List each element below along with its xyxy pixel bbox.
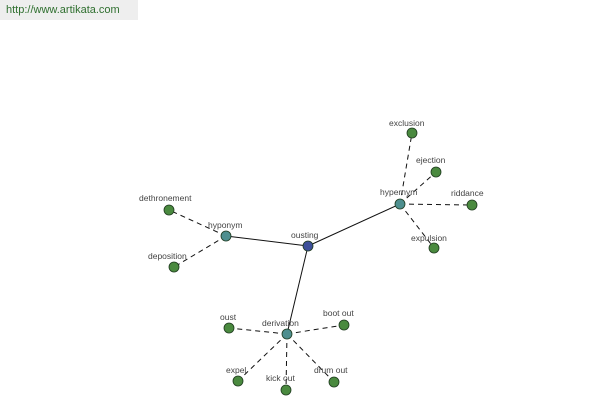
- node-expulsion[interactable]: expulsion: [411, 233, 447, 254]
- graph-nodes: ousting hyponym hypernym derivation dethrone…: [139, 118, 484, 396]
- node-dot-drum-out[interactable]: [328, 376, 340, 388]
- edge-hypernym-expulsion: [399, 203, 435, 249]
- node-expel[interactable]: expel: [226, 365, 246, 387]
- edge-hyponym-dethronement: [168, 209, 227, 237]
- node-kick-out[interactable]: kick out: [266, 373, 295, 396]
- node-hypernym[interactable]: hypernym: [380, 187, 417, 210]
- node-label-deposition[interactable]: deposition: [148, 251, 187, 261]
- node-dethronement[interactable]: dethronement: [139, 193, 192, 216]
- node-label-hyponym[interactable]: hyponym: [208, 220, 243, 230]
- edge-derivation-drum-out: [286, 333, 335, 383]
- node-ousting[interactable]: ousting: [291, 230, 319, 252]
- node-label-drum-out[interactable]: drum out: [314, 365, 348, 375]
- node-dot-hyponym[interactable]: [220, 230, 232, 242]
- node-ejection[interactable]: ejection: [416, 155, 446, 178]
- node-dot-derivation[interactable]: [281, 328, 293, 340]
- node-dot-boot-out[interactable]: [338, 319, 350, 331]
- node-label-ejection[interactable]: ejection: [416, 155, 446, 165]
- edge-ousting-hypernym: [307, 203, 401, 247]
- node-dot-expulsion[interactable]: [428, 242, 440, 254]
- node-label-expel[interactable]: expel: [226, 365, 246, 375]
- node-riddance[interactable]: riddance: [451, 188, 484, 211]
- node-dot-deposition[interactable]: [168, 261, 180, 273]
- node-label-riddance[interactable]: riddance: [451, 188, 484, 198]
- node-exclusion[interactable]: exclusion: [389, 118, 425, 139]
- edge-ousting-hyponym: [225, 235, 309, 247]
- edge-derivation-oust: [228, 327, 288, 335]
- node-label-dethronement[interactable]: dethronement: [139, 193, 192, 203]
- edge-derivation-expel: [237, 333, 288, 382]
- node-derivation[interactable]: derivation: [262, 318, 299, 340]
- edge-hypernym-exclusion: [399, 132, 413, 205]
- node-dot-riddance[interactable]: [466, 199, 478, 211]
- node-label-derivation[interactable]: derivation: [262, 318, 299, 328]
- edge-hypernym-riddance: [399, 203, 473, 206]
- node-hyponym[interactable]: hyponym: [208, 220, 243, 242]
- node-oust[interactable]: oust: [220, 312, 237, 334]
- node-label-expulsion[interactable]: expulsion: [411, 233, 447, 243]
- node-boot-out[interactable]: boot out: [323, 308, 354, 331]
- edge-hyponym-deposition: [173, 235, 227, 268]
- node-label-hypernym[interactable]: hypernym: [380, 187, 417, 197]
- graph-edges: [168, 132, 473, 391]
- node-dot-ejection[interactable]: [430, 166, 442, 178]
- node-dot-oust[interactable]: [223, 322, 235, 334]
- node-dot-ousting[interactable]: [302, 240, 314, 252]
- node-label-exclusion[interactable]: exclusion: [389, 118, 425, 128]
- edge-hypernym-ejection: [399, 171, 437, 205]
- node-label-boot-out[interactable]: boot out: [323, 308, 354, 318]
- site-url-text[interactable]: http://www.artikata.com: [6, 4, 120, 16]
- edge-ousting-derivation: [286, 245, 309, 335]
- node-dot-dethronement[interactable]: [163, 204, 175, 216]
- node-dot-hypernym[interactable]: [394, 198, 406, 210]
- node-dot-kick-out[interactable]: [280, 384, 292, 396]
- node-drum-out[interactable]: drum out: [314, 365, 348, 388]
- site-url-banner[interactable]: http://www.artikata.com: [0, 0, 138, 20]
- node-label-kick-out[interactable]: kick out: [266, 373, 295, 383]
- node-dot-expel[interactable]: [232, 375, 244, 387]
- edge-derivation-kick-out: [285, 333, 288, 391]
- node-label-ousting[interactable]: ousting: [291, 230, 319, 240]
- node-dot-exclusion[interactable]: [406, 127, 418, 139]
- edge-derivation-boot-out: [286, 324, 345, 335]
- node-label-oust[interactable]: oust: [220, 312, 237, 322]
- node-deposition[interactable]: deposition: [148, 251, 187, 273]
